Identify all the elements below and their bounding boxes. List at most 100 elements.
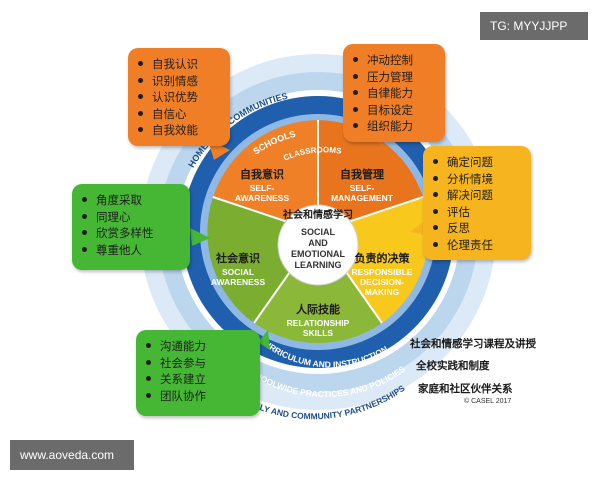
self-management-skill-list: 冲动控制压力管理自律能力目标设定组织能力: [353, 52, 435, 135]
decision-making-en-2: DECISION-: [360, 277, 404, 287]
skill-list-item: 尊重他人: [82, 242, 180, 259]
skill-label: 确定问题: [447, 155, 493, 169]
bullet-icon: [433, 241, 438, 247]
bullet-icon: [138, 110, 143, 116]
skill-list-item: 同理心: [82, 209, 180, 226]
side-label-curriculum-zh: 社会和情感学习课程及讲授: [410, 338, 536, 350]
bullet-icon: [138, 77, 143, 83]
skill-label: 自我认识: [152, 57, 198, 71]
sector-self-management: [318, 120, 423, 232]
skill-label: 解决问题: [447, 188, 493, 203]
relationship-skills-en-1: RELATIONSHIP: [287, 318, 350, 328]
social-awareness-zh: 社会意识: [215, 251, 260, 265]
callout-relationship-skills: 沟通能力社会参与关系建立团队协作: [136, 330, 260, 416]
bullet-icon: [353, 106, 358, 112]
skill-list-item: 解决问题: [433, 187, 521, 204]
bullet-icon: [82, 213, 87, 219]
social-awareness-skill-list: 角度采取同理心欣赏多样性尊重他人: [82, 192, 180, 258]
callout-decision-making: 确定问题分析情境解决问题评估反思伦理责任: [423, 146, 531, 260]
bullet-icon: [82, 197, 87, 202]
bullet-icon: [82, 230, 87, 236]
decision-making-en-3: MAKING: [365, 287, 400, 297]
side-label-family-zh: 家庭和社区伙伴关系: [418, 383, 513, 395]
social-awareness-en-2: AWARENESS: [211, 277, 266, 287]
bullet-icon: [353, 57, 358, 62]
site-url-tag: www.aoveda.com: [10, 440, 134, 470]
skill-list-item: 自我认识: [138, 56, 220, 73]
skill-label: 团队协作: [160, 388, 206, 403]
bullet-icon: [353, 73, 358, 79]
skill-label: 评估: [447, 204, 470, 219]
bullet-icon: [146, 376, 151, 382]
skill-list-item: 反思: [433, 220, 521, 237]
center-circle: [277, 204, 359, 286]
self-awareness-zh: 自我意识: [240, 167, 284, 181]
relationship-skills-en-2: SKILLS: [303, 328, 334, 338]
skill-list-item: 压力管理: [353, 69, 435, 86]
bullet-icon: [353, 90, 358, 96]
sector-relationship-skills: [254, 232, 382, 344]
decision-making-skill-list: 确定问题分析情境解决问题评估反思伦理责任: [433, 154, 521, 254]
skill-label: 压力管理: [367, 69, 413, 84]
skill-list-item: 角度采取: [82, 192, 180, 209]
self-awareness-skill-list: 自我认识识别情感认识优势自信心自我效能: [138, 56, 220, 139]
bullet-icon: [138, 127, 143, 133]
skill-label: 分析情境: [447, 171, 493, 186]
telegram-watermark-tag: TG: MYYJJPP: [480, 12, 588, 40]
bullet-icon: [146, 343, 151, 348]
self-management-en-1: SELF-: [350, 183, 375, 193]
bullet-icon: [433, 225, 438, 231]
bullet-icon: [433, 159, 438, 164]
skill-list-item: 认识优势: [138, 89, 220, 106]
skill-label: 伦理责任: [447, 237, 493, 252]
skill-list-item: 组织能力: [353, 118, 435, 135]
side-label-schoolwide-zh: 全校实践和制度: [416, 360, 490, 372]
skill-list-item: 冲动控制: [353, 52, 435, 69]
skill-list-item: 确定问题: [433, 154, 521, 171]
skill-list-item: 分析情境: [433, 171, 521, 188]
skill-label: 沟通能力: [160, 339, 206, 353]
center-title-zh: 社会和情感学习: [282, 208, 353, 221]
skill-label: 识别情感: [152, 73, 198, 88]
sector-self-awareness: [213, 120, 318, 232]
skill-list-item: 沟通能力: [146, 338, 250, 355]
skill-list-item: 自我效能: [138, 122, 220, 139]
social-awareness-en-1: SOCIAL: [222, 267, 254, 277]
callout-pointer-relationship: [258, 330, 270, 350]
bullet-icon: [138, 61, 143, 66]
callout-self-awareness: 自我认识识别情感认识优势自信心自我效能: [128, 48, 230, 146]
skill-list-item: 伦理责任: [433, 237, 521, 254]
skill-label: 自信心: [152, 106, 187, 121]
skill-list-item: 评估: [433, 204, 521, 221]
skill-list-item: 自律能力: [353, 85, 435, 102]
bullet-icon: [433, 192, 438, 198]
skill-label: 认识优势: [152, 90, 198, 105]
self-awareness-en-1: SELF-: [250, 183, 275, 193]
bullet-icon: [433, 175, 438, 181]
skill-list-item: 关系建立: [146, 371, 250, 388]
decision-making-zh: 负责的决策: [355, 251, 411, 265]
center-en-line2: AND: [308, 238, 328, 248]
relationship-skills-zh: 人际技能: [296, 302, 340, 316]
callout-self-management: 冲动控制压力管理自律能力目标设定组织能力: [343, 44, 445, 142]
skill-label: 冲动控制: [367, 53, 413, 67]
skill-label: 组织能力: [367, 119, 413, 134]
skill-label: 社会参与: [160, 355, 206, 370]
skill-list-item: 团队协作: [146, 388, 250, 405]
bullet-icon: [146, 392, 151, 398]
bullet-icon: [138, 94, 143, 100]
self-management-en-2: MANAGEMENT: [331, 193, 394, 203]
casel-copyright: © CASEL 2017: [464, 398, 512, 405]
skill-label: 尊重他人: [96, 242, 142, 257]
skill-label: 欣赏多样性: [96, 226, 154, 241]
center-en-line3: EMOTIONAL: [291, 249, 345, 259]
skill-label: 自我效能: [152, 123, 198, 138]
bullet-icon: [82, 246, 87, 252]
skill-label: 角度采取: [96, 193, 142, 207]
bullet-icon: [146, 359, 151, 365]
skill-list-item: 识别情感: [138, 73, 220, 90]
self-awareness-en-2: AWARENESS: [235, 193, 290, 203]
relationship-skills-skill-list: 沟通能力社会参与关系建立团队协作: [146, 338, 250, 404]
